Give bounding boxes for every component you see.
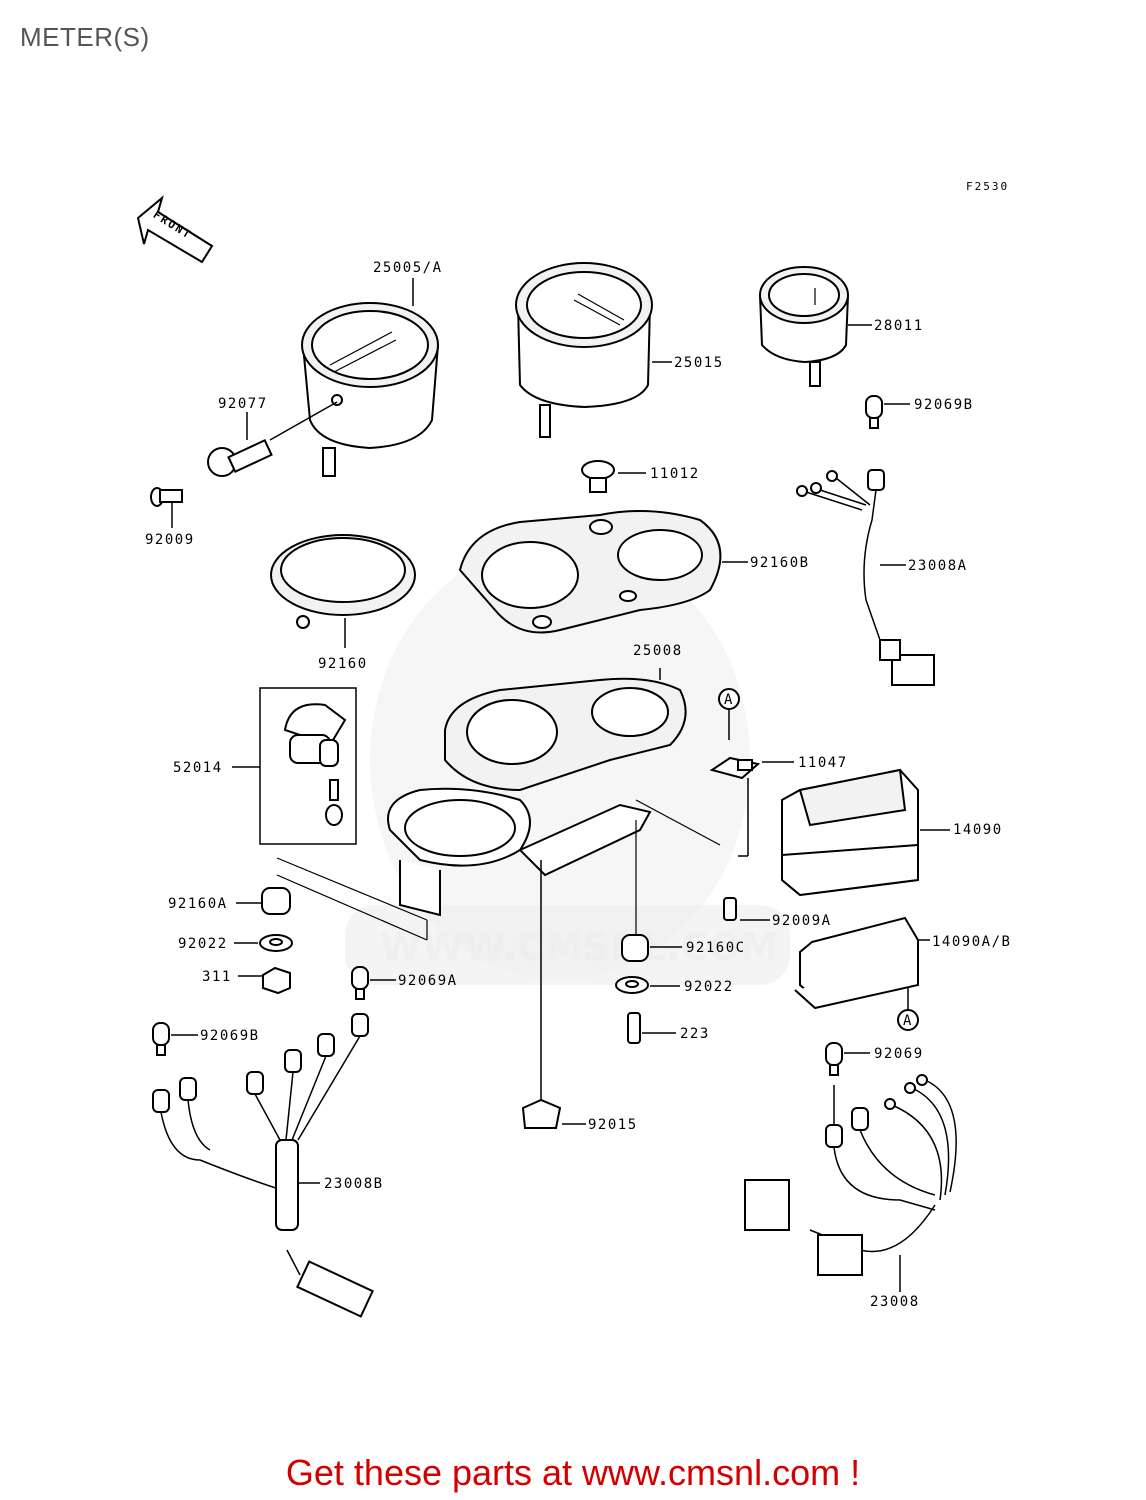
label-92015: 92015	[588, 1117, 638, 1133]
label-92009a: 92009A	[772, 913, 832, 929]
meter-bracket-part	[387, 668, 721, 917]
label-92009: 92009	[145, 532, 195, 548]
tachometer-part	[515, 262, 672, 438]
nut-part	[238, 966, 291, 995]
watermark-text: WWW.CMSNL.COM	[380, 925, 779, 969]
label-92022-left: 92022	[178, 936, 228, 952]
lamp-socket-part	[794, 916, 930, 1010]
meter-cover-plate-part	[458, 510, 748, 634]
speedometer-part	[301, 278, 440, 477]
small-bracket-part	[709, 756, 794, 857]
bulb-part	[865, 395, 910, 429]
label-311: 311	[202, 969, 232, 985]
label-25005a: 25005/A	[373, 260, 443, 276]
svg-text:A: A	[903, 1013, 913, 1029]
label-23008b: 23008B	[324, 1176, 384, 1192]
screw-part	[150, 487, 183, 528]
bulb-92069a-part	[351, 966, 396, 1000]
label-23008: 23008	[870, 1294, 920, 1310]
front-arrow-icon: FRONT	[136, 195, 214, 264]
label-14090ab: 14090A/B	[932, 934, 1011, 950]
nut-92015-part	[521, 860, 586, 1129]
label-52014: 52014	[173, 760, 223, 776]
label-23008a: 23008A	[908, 558, 968, 574]
label-92160a: 92160A	[168, 896, 228, 912]
label-28011: 28011	[874, 318, 924, 334]
washer-92022-right-part	[615, 976, 680, 994]
label-223: 223	[680, 1026, 710, 1042]
fuel-gauge-part	[758, 266, 872, 387]
page-title: METER(S)	[20, 22, 150, 52]
label-92077: 92077	[218, 396, 268, 412]
label-92069b-lower: 92069B	[200, 1028, 260, 1044]
switch-assembly-part	[232, 687, 357, 845]
label-11012: 11012	[650, 466, 700, 482]
screw-223-part	[627, 1012, 676, 1044]
clip-part	[581, 460, 646, 493]
label-92069b-top: 92069B	[914, 397, 974, 413]
screw-92009a-part	[723, 897, 770, 921]
washer-92022-left-part	[234, 934, 293, 952]
wire-harness-23008b-part	[152, 1013, 374, 1318]
label-92022-right: 92022	[684, 979, 734, 995]
assembly-lead-lines	[276, 857, 428, 941]
bulb-92069b-lower-part	[152, 1022, 198, 1056]
reference-a-bottom: A	[897, 985, 919, 1031]
wire-harness-23008-part	[744, 1074, 957, 1292]
label-14090: 14090	[953, 822, 1003, 838]
indicator-housing-part	[781, 768, 950, 897]
label-11047: 11047	[798, 755, 848, 771]
svg-text:A: A	[724, 692, 734, 708]
bulb-92069-part	[825, 1042, 870, 1076]
label-25015: 25015	[674, 355, 724, 371]
label-92069: 92069	[874, 1046, 924, 1062]
reference-a-top: A	[718, 688, 740, 740]
grommet-92160c-part	[621, 820, 682, 962]
grommet-92160a-part	[236, 887, 291, 915]
wire-harness-23008a-part	[796, 469, 935, 686]
parts-cta-link[interactable]: Get these parts at www.cmsnl.com !	[285, 1452, 861, 1493]
label-92160b: 92160B	[750, 555, 810, 571]
label-25008: 25008	[633, 643, 683, 659]
figure-code: F2530	[966, 180, 1009, 193]
label-92160: 92160	[318, 656, 368, 672]
label-92160c: 92160C	[686, 940, 746, 956]
drive-gear-part	[207, 401, 338, 477]
label-92069a: 92069A	[398, 973, 458, 989]
ring-gasket-part	[270, 534, 416, 648]
